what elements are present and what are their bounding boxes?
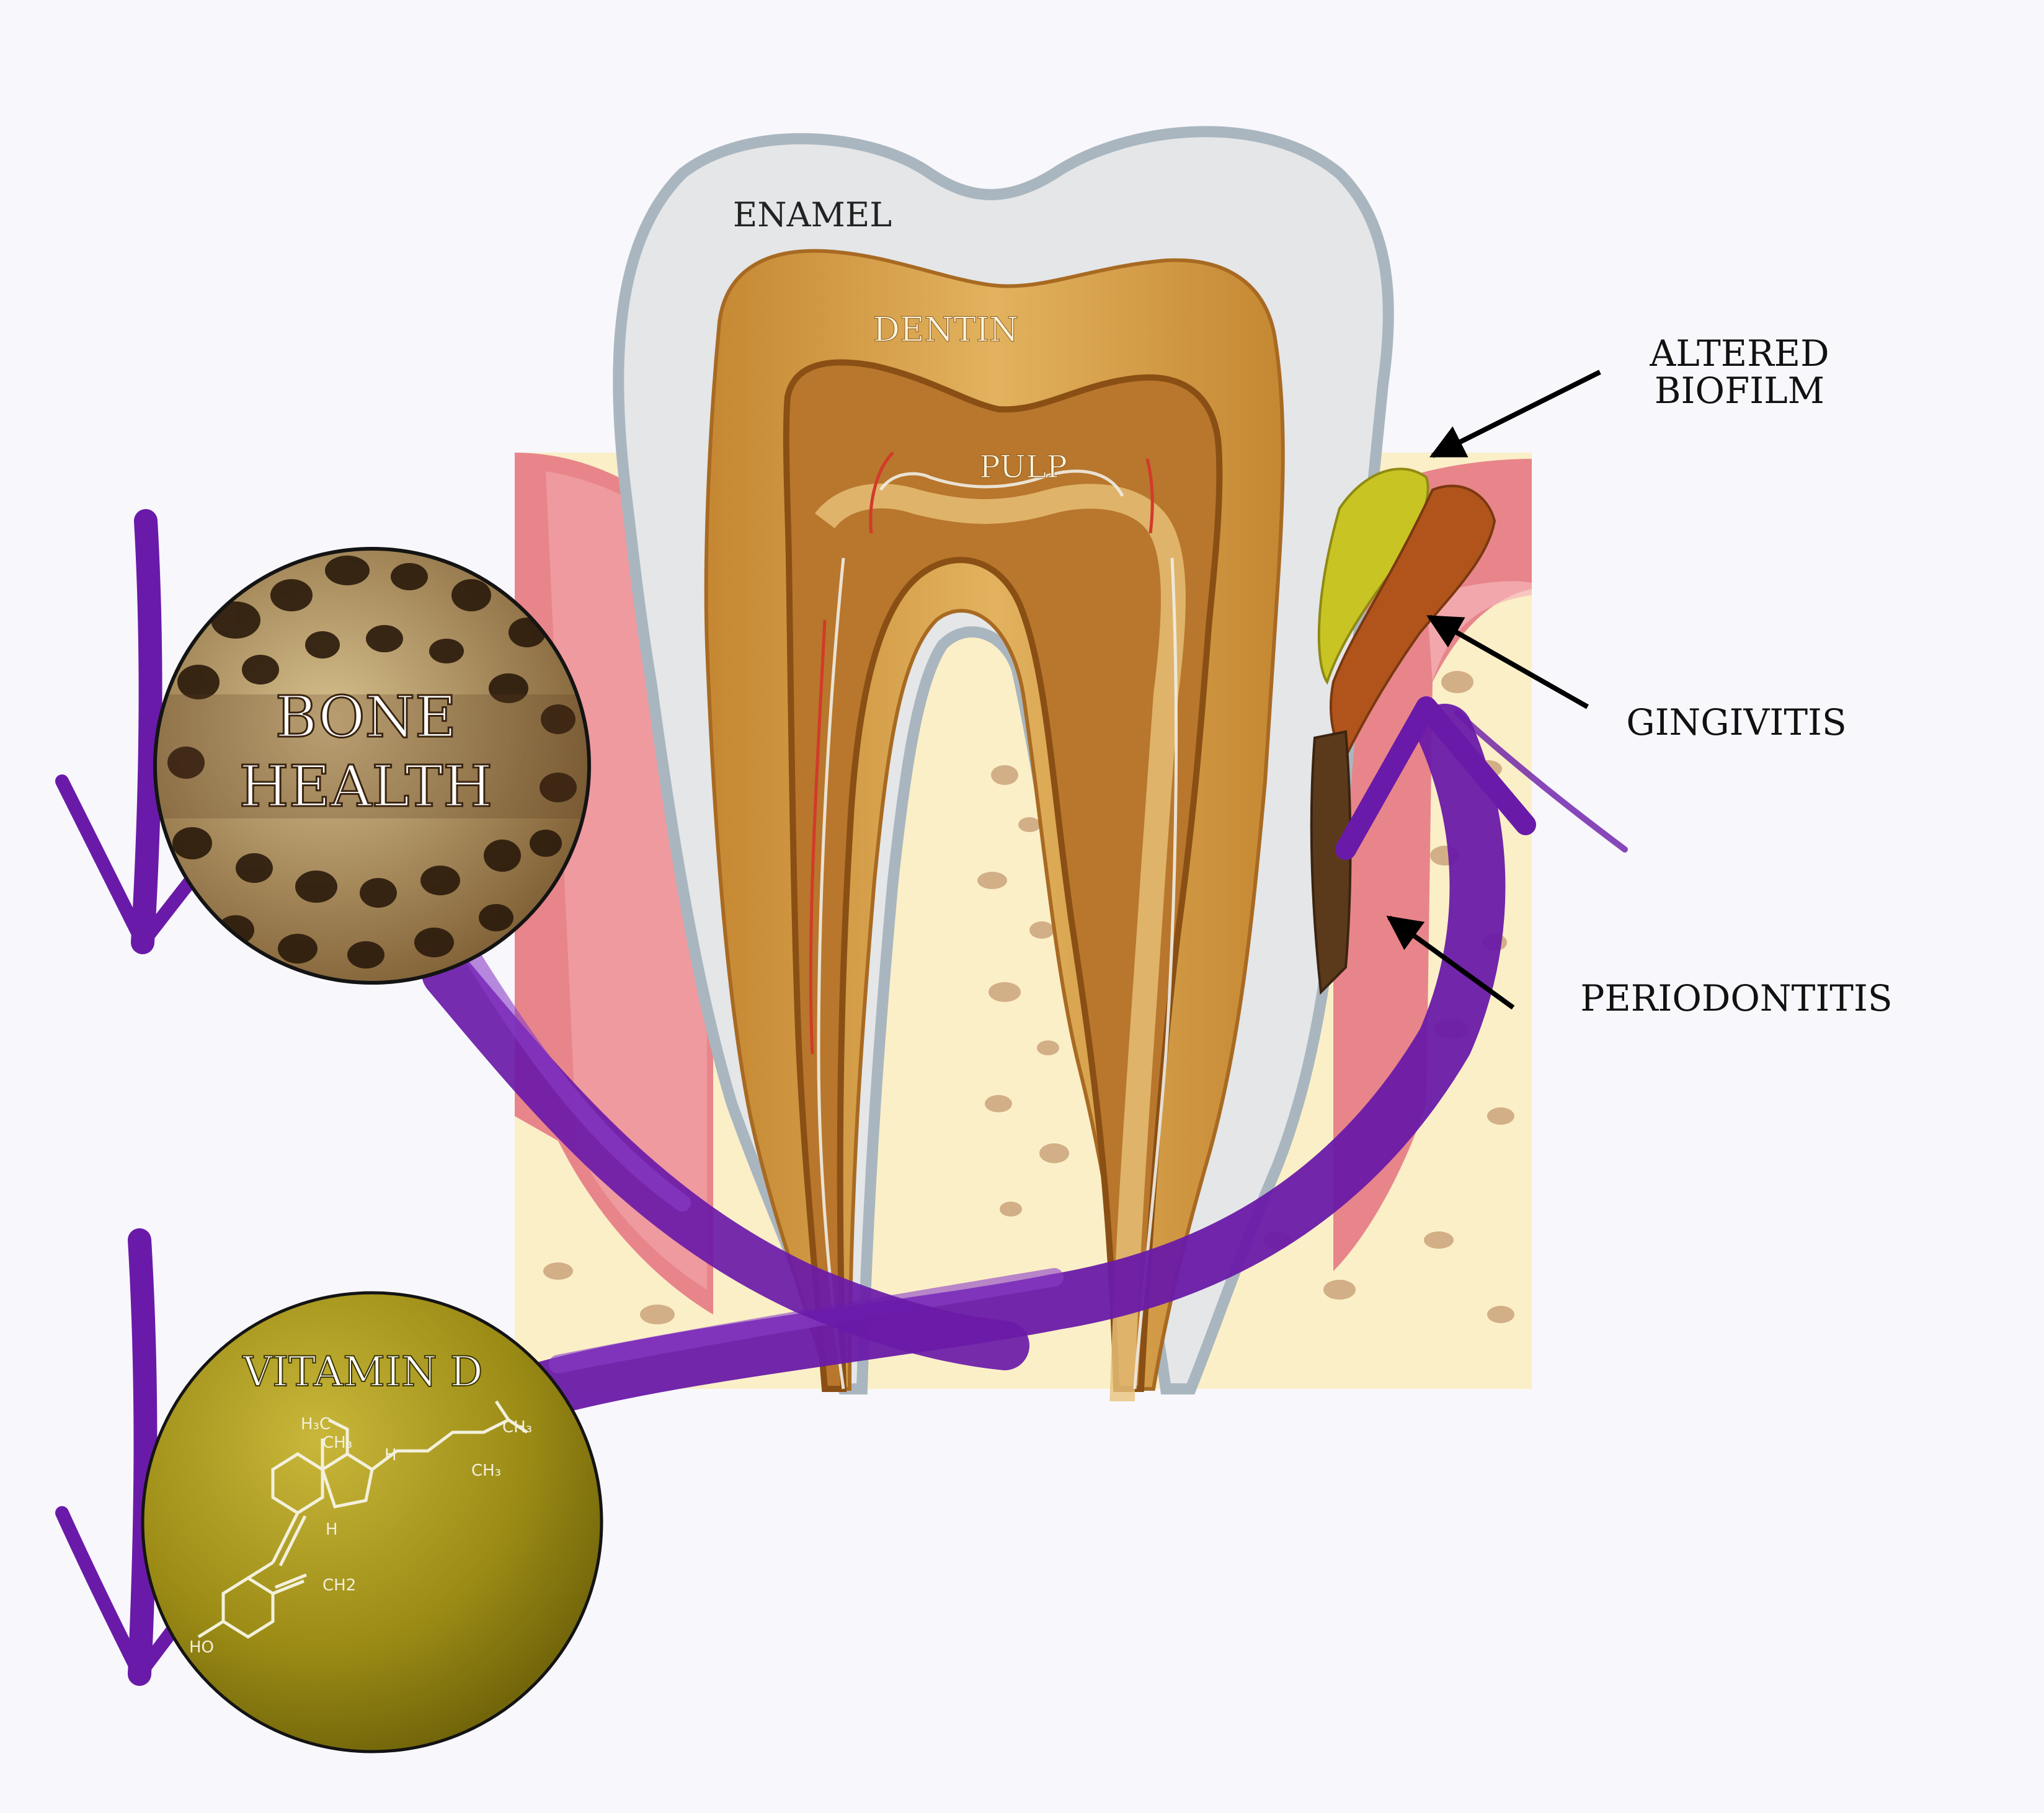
vitamin-d-molecule [197, 1400, 528, 1639]
purple-arrows [55, 509, 1628, 1686]
molecule-ho: HO [189, 1638, 214, 1657]
altered-biofilm-label-line2: BIOFILM [1655, 370, 1824, 412]
pulp-label: PULP [979, 449, 1067, 485]
vitamin-d-sphere [141, 1291, 603, 1753]
altered-biofilm-deposit [1317, 468, 1429, 685]
molecule-ch3-a: CH₃ [322, 1434, 352, 1452]
trabecular-bone-texture [155, 556, 589, 969]
vitamin-d-label: VITAMIN D [242, 1348, 482, 1396]
gingivitis-label: GINGIVITIS [1626, 701, 1846, 743]
tooth-pulp [783, 359, 1223, 1392]
periodontitis-label: PERIODONTITIS [1580, 977, 1892, 1019]
molecule-ch2: CH2 [322, 1576, 356, 1595]
periodontitis-band [1310, 730, 1352, 995]
altered-biofilm-label-line1: ALTERED [1649, 332, 1829, 375]
bone-health-label-line2: HEALTH [239, 753, 492, 820]
molecule-h3c: H₃C [301, 1415, 331, 1434]
enamel-label: ENAMEL [733, 195, 892, 234]
altered-biofilm-pointer [1429, 370, 1601, 458]
molecule-ch3-b: CH₃ [502, 1418, 532, 1437]
pulp-vessels [809, 451, 1154, 1055]
dentin-label: DENTIN [873, 310, 1019, 349]
bone-health-label-line1: BONE [275, 684, 456, 750]
gingivitis-band [1330, 484, 1496, 759]
molecule-h-a: H [384, 1446, 397, 1465]
gingivitis-pointer [1426, 614, 1589, 709]
molecule-ch3-c: CH₃ [471, 1461, 501, 1480]
molecule-h-b: H [326, 1520, 338, 1539]
molecule-labels: H₃C CH₃ CH₃ CH₃ H H CH2 HO [189, 1415, 532, 1657]
periodontitis-pointer [1386, 915, 1515, 1010]
bone-health-circle [153, 547, 591, 985]
